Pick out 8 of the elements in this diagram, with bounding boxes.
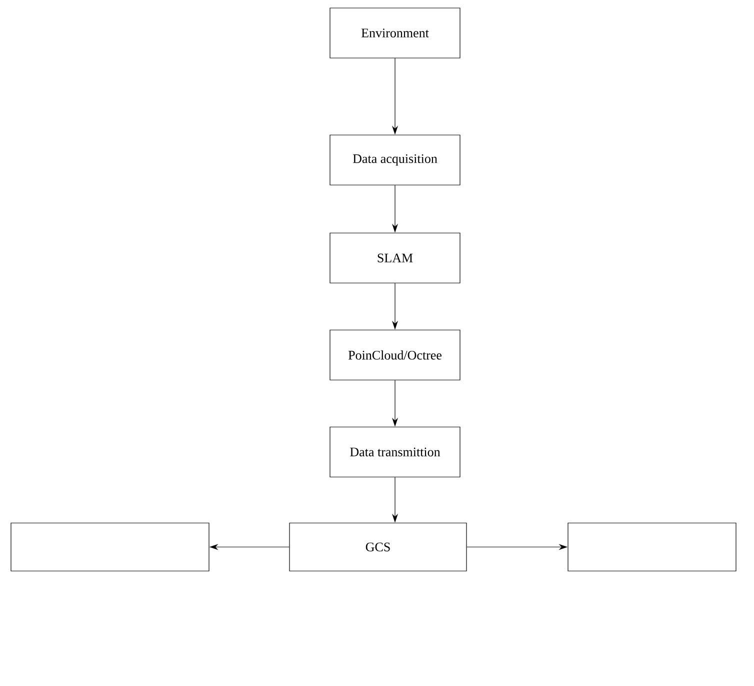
process-box: GCS bbox=[289, 522, 467, 572]
process-box: Environment bbox=[330, 8, 460, 58]
empty-box bbox=[568, 522, 736, 572]
process-box: Data acquisition bbox=[330, 134, 460, 186]
process-box: Data transmittion bbox=[330, 426, 460, 478]
process-box: SLAM bbox=[330, 232, 460, 284]
process-box: PoinCloud/Octree bbox=[330, 330, 460, 380]
empty-box bbox=[10, 522, 210, 572]
